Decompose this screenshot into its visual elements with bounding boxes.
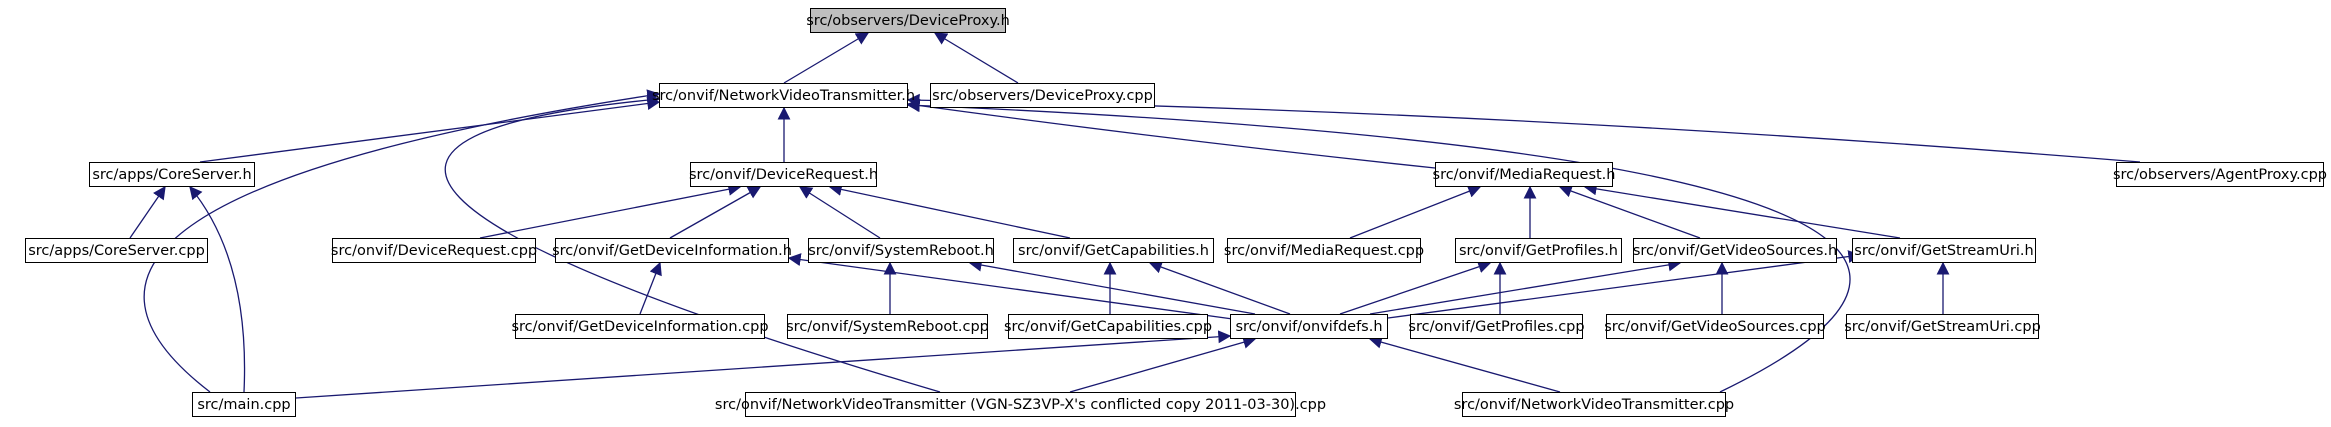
edge-device-request-cpp-to-device-request-h: [479, 182, 742, 239]
node-system-reboot-h[interactable]: src/onvif/SystemReboot.h: [808, 238, 994, 263]
node-core-server-h[interactable]: src/apps/CoreServer.h: [89, 162, 255, 187]
edge-get-video-sources-h-to-media-request-h: [1558, 184, 1701, 239]
edge-main-cpp-to-nvt-h: [143, 89, 661, 393]
node-system-reboot-cpp[interactable]: src/onvif/SystemReboot.cpp: [786, 314, 989, 339]
node-media-request-h[interactable]: src/onvif/MediaRequest.h: [1433, 162, 1615, 187]
node-network-video-transmitter-cpp[interactable]: src/onvif/NetworkVideoTransmitter.cpp: [1454, 392, 1734, 417]
edge-onvifdefs-h-to-system-reboot-h: [968, 258, 1256, 315]
node-network-video-transmitter-h[interactable]: src/onvif/NetworkVideoTransmitter.h: [652, 83, 915, 108]
edge-device-proxy-cpp-to-device-proxy-h: [933, 32, 1019, 84]
node-get-stream-uri-cpp[interactable]: src/onvif/GetStreamUri.cpp: [1844, 314, 2041, 339]
node-get-profiles-cpp[interactable]: src/onvif/GetProfiles.cpp: [1408, 314, 1585, 339]
edge-core-server-h-to-nvt-h: [199, 97, 661, 163]
edge-onvifdefs-h-to-get-video-sources-h: [1369, 258, 1682, 315]
edge-agent-proxy-cpp-to-nvt-h: [906, 93, 2141, 163]
edge-nvt-cpp-to-onvifdefs-h: [1368, 335, 1561, 393]
node-get-device-information-cpp[interactable]: src/onvif/GetDeviceInformation.cpp: [511, 314, 769, 339]
node-agent-proxy-cpp[interactable]: src/observers/AgentProxy.cpp: [2113, 162, 2327, 187]
edge-get-device-info-cpp-to-get-device-info-h: [639, 261, 662, 315]
edge-get-device-info-h-to-device-request-h: [669, 186, 762, 239]
node-device-request-h[interactable]: src/onvif/DeviceRequest.h: [689, 162, 878, 187]
edge-get-capabilities-h-to-device-request-h: [828, 183, 1071, 239]
node-core-server-cpp[interactable]: src/apps/CoreServer.cpp: [25, 238, 208, 263]
edge-main-cpp-to-onvifdefs-h: [295, 330, 1232, 399]
edge-onvifdefs-h-to-get-stream-uri-h: [1387, 250, 1862, 319]
node-get-stream-uri-h[interactable]: src/onvif/GetStreamUri.h: [1852, 238, 2036, 263]
node-get-video-sources-h[interactable]: src/onvif/GetVideoSources.h: [1633, 238, 1837, 263]
node-get-profiles-h[interactable]: src/onvif/GetProfiles.h: [1455, 238, 1622, 263]
node-nvt-conflicted-copy-cpp[interactable]: src/onvif/NetworkVideoTransmitter (VGN-S…: [715, 392, 1326, 417]
edge-main-cpp-to-core-server-h: [189, 185, 246, 393]
edge-media-request-h-to-nvt-h: [906, 99, 1436, 169]
node-device-proxy-h[interactable]: src/observers/DeviceProxy.h: [806, 8, 1010, 33]
node-get-capabilities-cpp[interactable]: src/onvif/GetCapabilities.cpp: [1004, 314, 1212, 339]
node-get-capabilities-h[interactable]: src/onvif/GetCapabilities.h: [1013, 238, 1214, 263]
node-device-request-cpp[interactable]: src/onvif/DeviceRequest.cpp: [331, 238, 537, 263]
node-get-device-information-h[interactable]: src/onvif/GetDeviceInformation.h: [552, 238, 792, 263]
node-get-video-sources-cpp[interactable]: src/onvif/GetVideoSources.cpp: [1604, 314, 1826, 339]
edge-media-request-cpp-to-media-request-h: [1349, 185, 1482, 239]
edge-nvt-h-to-device-proxy-h: [783, 32, 870, 84]
edge-onvifdefs-h-to-get-capabilities-h: [1148, 260, 1291, 315]
edge-nvt-conflicted-cpp-to-onvifdefs-h: [1069, 335, 1257, 393]
node-device-proxy-cpp[interactable]: src/observers/DeviceProxy.cpp: [930, 83, 1155, 108]
edge-core-server-cpp-to-core-server-h: [129, 185, 166, 239]
node-main-cpp[interactable]: src/main.cpp: [192, 392, 296, 417]
edge-onvifdefs-h-to-get-device-info-h: [787, 253, 1241, 321]
edge-get-stream-uri-h-to-media-request-h: [1583, 182, 1901, 239]
node-onvifdefs-h[interactable]: src/onvif/onvifdefs.h: [1230, 314, 1388, 339]
edge-onvifdefs-h-to-get-profiles-h: [1339, 260, 1492, 315]
node-media-request-cpp[interactable]: src/onvif/MediaRequest.cpp: [1224, 238, 1424, 263]
edge-system-reboot-h-to-device-request-h: [798, 186, 881, 239]
